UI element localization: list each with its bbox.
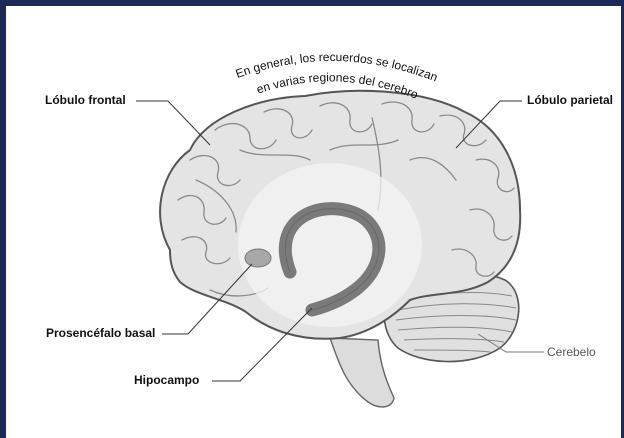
brainstem <box>330 338 394 407</box>
label-basal-forebrain: Prosencéfalo basal <box>46 326 155 340</box>
label-frontal-lobe: Lóbulo frontal <box>45 93 126 107</box>
label-cerebellum: Cerebelo <box>547 345 596 359</box>
basal-forebrain <box>245 249 271 267</box>
label-hippocampus: Hipocampo <box>134 373 199 387</box>
label-parietal-lobe: Lóbulo parietal <box>527 93 613 107</box>
